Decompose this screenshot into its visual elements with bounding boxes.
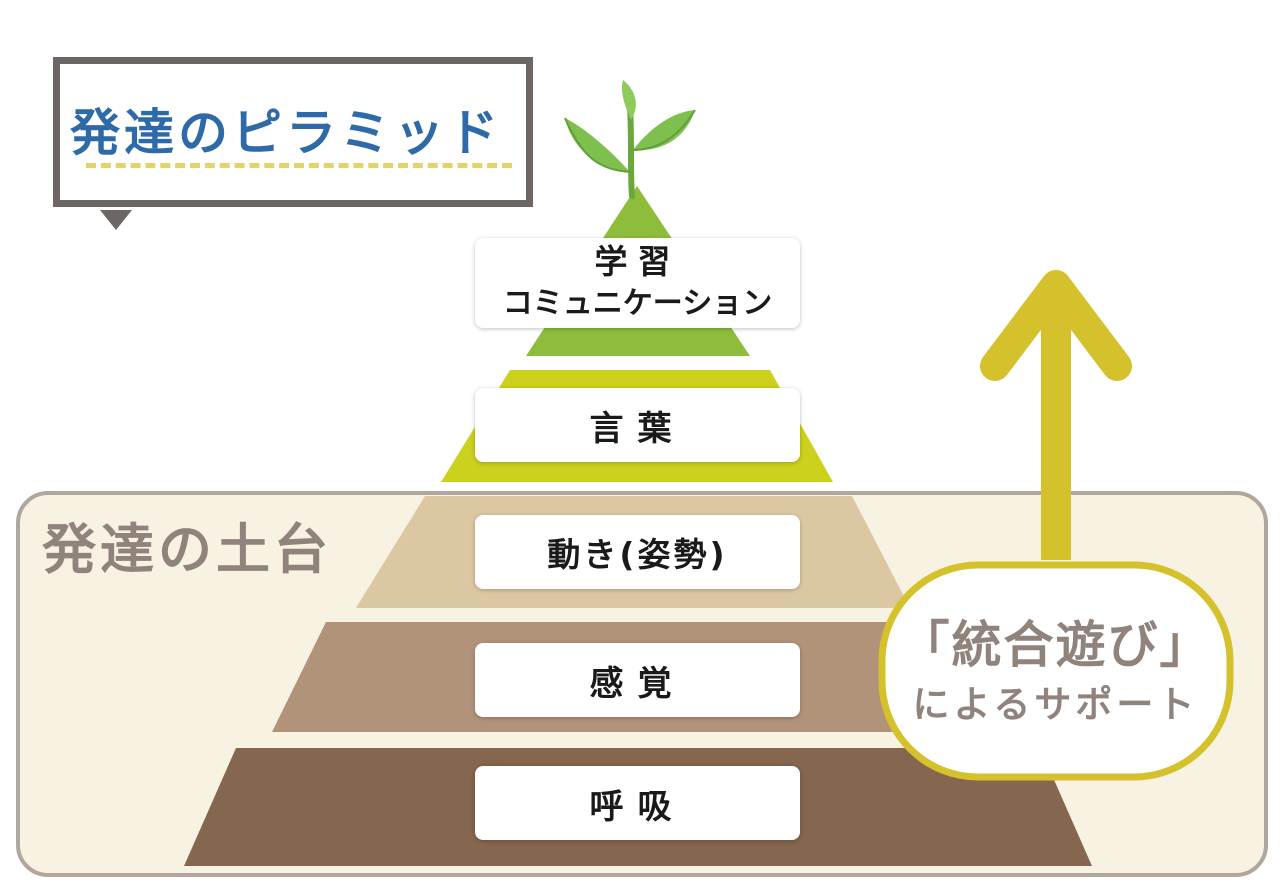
- layer-learning-line2: コミュニケーション: [502, 286, 773, 321]
- layer-movement-label: 動き(姿勢): [475, 515, 800, 589]
- support-text: 「統合遊び」 によるサポート: [878, 610, 1233, 730]
- layer-senses-label: 感覚: [475, 643, 800, 717]
- sprout-icon: [564, 80, 696, 199]
- support-line1: 「統合遊び」: [899, 616, 1212, 674]
- support-line2: によるサポート: [912, 683, 1199, 726]
- title-bubble-tail: [100, 210, 132, 230]
- page-title: 発達のピラミッド: [70, 104, 502, 162]
- layer-movement-text: 動き(姿勢): [547, 535, 728, 574]
- layer-language-label: 言葉: [475, 388, 800, 462]
- layer-breathing-text: 呼吸: [589, 786, 686, 827]
- layer-breathing-label: 呼吸: [475, 766, 800, 840]
- support-bubble: [878, 561, 1234, 781]
- foundation-label: 発達の土台: [42, 518, 332, 581]
- title-underline: [86, 163, 512, 168]
- layer-learning-label: 学習 コミュニケーション: [475, 238, 800, 328]
- layer-learning-line1: 学習: [594, 242, 681, 281]
- layer-language-text: 言葉: [589, 408, 686, 449]
- title-box: [53, 57, 533, 207]
- layer-senses-text: 感覚: [589, 663, 686, 704]
- up-arrow-icon: [980, 270, 1132, 560]
